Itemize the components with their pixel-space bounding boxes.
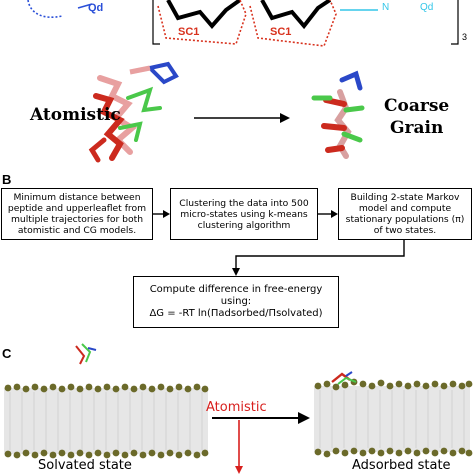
flow-box-free-energy: Compute difference in free-energy using:…: [133, 276, 339, 328]
atomistic-arrowhead: [298, 412, 310, 424]
bracket-left: [152, 0, 160, 45]
headgroup-beads-left: [4, 383, 209, 459]
star-shape-left: [166, 0, 242, 30]
qd-label: Qd: [88, 2, 104, 14]
free-energy-line2: using:: [220, 296, 252, 307]
sc1-outline-left: [157, 0, 247, 45]
atomistic-label: Atomistic: [30, 105, 121, 125]
flow-box-markov: Building 2-state Markov model and comput…: [338, 188, 472, 240]
solvated-state-label: Solvated state: [38, 458, 132, 473]
flow-box-distance: Minimum distance between peptide and upp…: [1, 188, 153, 240]
sc1-label-left: SC1: [178, 26, 200, 38]
panel-b-letter: B: [2, 172, 12, 187]
membrane-left: [4, 383, 209, 459]
qd-link: [77, 3, 93, 9]
coarse-grain-molecule: [311, 70, 365, 159]
atomistic-arrow-label: Atomistic: [206, 400, 267, 415]
sc1-outline-right: [249, 0, 337, 47]
cg-down-arrowhead: [235, 466, 243, 474]
flow-box-clustering: Clustering the data into 500 micro-state…: [170, 188, 318, 240]
atomistic-to-cg-arrowhead: [280, 113, 290, 123]
bracket-subscript: 3: [462, 32, 468, 42]
membrane-right: [314, 371, 473, 458]
adsorbed-state-label: Adsorbed state: [352, 458, 451, 473]
adsorbed-peptide: [331, 371, 357, 385]
coarse-grain-label-line2: Grain: [390, 118, 444, 138]
panel-c-letter: C: [2, 346, 12, 361]
sc1-label-right: SC1: [270, 26, 292, 38]
cut-label-right2: Qd: [420, 2, 434, 13]
headgroup-beads-right: [314, 378, 473, 458]
free-energy-formula: ΔG = -RT ln(Πadsorbed/Πsolvated): [149, 308, 323, 319]
cut-label-right: N: [382, 2, 390, 13]
free-energy-line1: Compute difference in free-energy: [149, 284, 323, 295]
coarse-grain-label-line1: Coarse: [384, 96, 450, 116]
star-shape-right: [260, 0, 332, 30]
bracket-right: [451, 0, 459, 45]
atomistic-molecule: [88, 61, 179, 163]
solvated-peptide: [75, 343, 97, 365]
